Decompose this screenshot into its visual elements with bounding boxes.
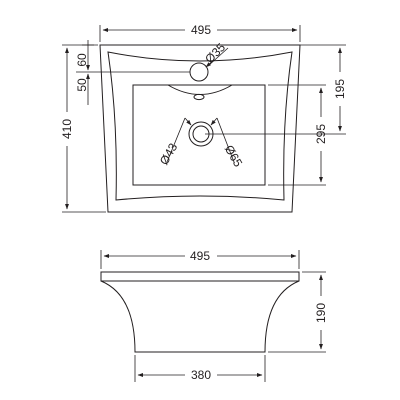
tap-hole-label: Ø35 [202, 40, 228, 66]
waste-43-leader [166, 117, 186, 163]
plan-bowl-outline [132, 84, 266, 186]
waste-65-label: Ø65 [222, 143, 246, 170]
side-dim-380-label: 380 [191, 368, 211, 382]
dim-195-label: 195 [333, 79, 347, 99]
tap-hole-leader [207, 47, 229, 67]
tap-hole [189, 62, 209, 82]
side-view: 495 190 380 [100, 249, 328, 382]
dim-295-label: 295 [314, 124, 328, 144]
waste-43-arrow [184, 117, 192, 126]
plan-inner-rim [107, 51, 293, 201]
side-body-outline [100, 280, 300, 353]
side-rim [100, 271, 300, 282]
dim-50-label: 50 [75, 78, 89, 92]
plan-view: 495 410 60 50 195 295 Ø35 Ø43 Ø65 [60, 23, 347, 213]
dim-495-label: 495 [191, 23, 211, 37]
overflow-slot [167, 84, 233, 95]
plan-outer-outline [99, 44, 301, 213]
waste-43-label: Ø43 [157, 140, 181, 167]
overflow-hole [193, 93, 205, 101]
side-dim-495-label: 495 [190, 249, 210, 263]
waste-65-leader [216, 117, 235, 163]
dim-410-label: 410 [60, 119, 74, 139]
waste-65-arrow [210, 117, 218, 126]
tap-hole-arrow [205, 59, 215, 68]
side-dim-190-label: 190 [314, 303, 328, 323]
dim-60-label: 60 [75, 53, 89, 67]
